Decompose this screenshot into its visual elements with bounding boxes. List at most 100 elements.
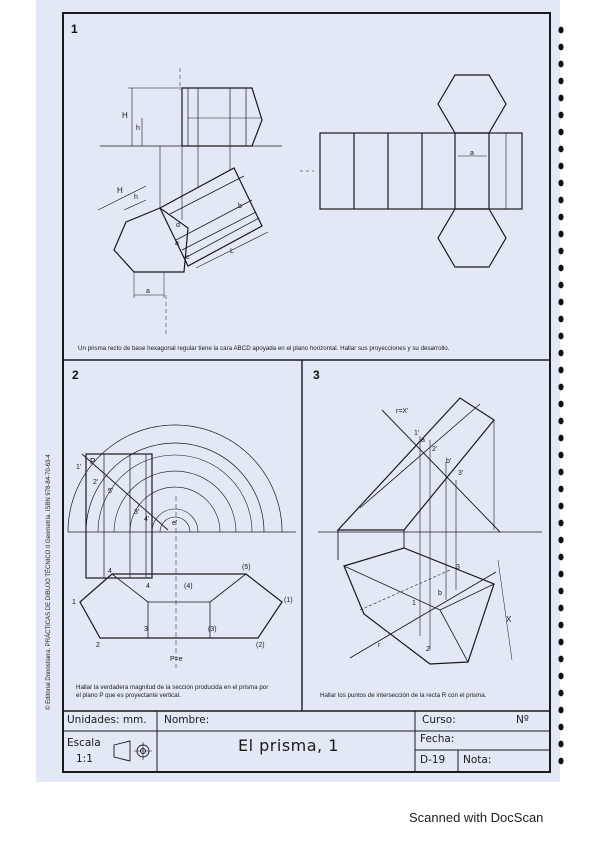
binding-hole [558,400,564,408]
label-rx: r=X' [396,408,409,415]
binding-hole [558,77,564,85]
label-n3: 3 [144,626,148,633]
label-1p-3: 1' [414,430,420,437]
label-X-3: X [506,615,512,624]
binding-hole [558,230,564,238]
binding-hole [558,383,564,391]
binding-hole [558,536,564,544]
label-L: L [230,248,234,255]
label-p3: (3) [208,626,217,633]
label-a: a [175,240,179,247]
binding-hole [558,587,564,595]
label-4p: 4' [144,516,150,523]
label-h: h [136,125,140,132]
binding-hole [558,43,564,51]
label-1p: 1' [76,464,82,471]
binding-hole [558,553,564,561]
label-b: b [238,203,242,210]
label-a-dev: a [470,150,474,157]
title-block: Unidades: mm. Nombre: Curso: Nº Escala 1… [62,711,551,773]
binding-hole [558,502,564,510]
label-3p: 3' [134,509,140,516]
binding-hole [558,485,564,493]
binding-hole [558,298,564,306]
label-r-3: r [378,642,381,649]
label-n5: 4 [108,568,112,575]
scanned-sheet [36,0,560,782]
fecha-label: Fecha: [420,733,455,745]
panel-1-caption: Un prisma recto de base hexagonal regula… [78,345,450,352]
escala-value: 1:1 [76,753,93,765]
label-bp-3: b' [446,458,452,465]
label-5p: 5' [108,488,114,495]
label-p4: (4) [184,583,193,590]
panel-2-caption-line1: Hallar la verdadera magnitud de la secci… [76,684,269,691]
label-b-3: b [438,590,442,597]
label-p1: (1) [284,597,293,604]
binding-hole [558,213,564,221]
panel-3-number: 3 [313,368,320,382]
label-H-plan: H [117,186,123,195]
binding-hole [558,757,564,765]
binding-hole [558,145,564,153]
binding-hole [558,417,564,425]
nombre-label: Nombre: [164,714,210,726]
label-d: d [176,222,180,229]
drawing-code: D-19 [420,754,446,766]
binding-hole [558,689,564,697]
panel-2-number: 2 [72,368,79,382]
label-3-3: 3 [456,564,460,571]
panel-3-caption: Hallar los puntos de intersección de la … [320,692,487,699]
binding-hole [558,94,564,102]
label-p5: (5) [242,564,251,571]
label-n1: 1 [72,599,76,606]
binding-hole [558,128,564,136]
binding-hole [558,349,564,357]
binding-hole [558,315,564,323]
label-pe: P=e [170,656,183,663]
curso-label: Curso: [422,714,456,726]
drawing-title: El prisma, 1 [238,736,339,755]
drawing-frame [62,12,551,773]
binding-hole [558,281,564,289]
binding-hole [558,111,564,119]
label-H: H [122,111,128,120]
label-2-3: 2 [426,646,430,653]
binding-hole [558,519,564,527]
binding-hole [558,570,564,578]
binding-hole [558,26,564,34]
label-a-dim: a [146,288,150,295]
label-c: c [186,254,190,261]
side-copyright-text: © Editorial Donostiarra. PRÁCTICAS DE DI… [46,454,52,710]
binding-hole [558,366,564,374]
label-h-plan: h [134,194,138,201]
label-P: P [90,457,96,466]
panel-2-caption-line2: el plano P que es proyectante vertical. [76,692,181,699]
label-3p-3: 3' [458,470,464,477]
label-ep: e' [172,520,178,527]
label-p2: (2) [256,642,265,649]
binding-hole [558,621,564,629]
label-n2: 2 [96,642,100,649]
binding-hole [558,264,564,272]
binding-hole [558,196,564,204]
label-2p: 2' [93,479,99,486]
binding-hole [558,723,564,731]
binding-hole [558,468,564,476]
binding-hole [558,655,564,663]
numero-label: Nº [516,714,529,726]
binding-hole [558,162,564,170]
binding-hole [558,434,564,442]
binding-hole [558,332,564,340]
binding-hole [558,706,564,714]
escala-label: Escala [67,737,101,749]
label-1-3: 1 [412,600,416,607]
scanned-with-footer: Scanned with DocScan [409,810,544,825]
unidades-label: Unidades: mm. [67,714,147,726]
label-2p-3: 2' [432,446,438,453]
binding-hole [558,60,564,68]
binding-hole [558,604,564,612]
binding-hole [558,672,564,680]
